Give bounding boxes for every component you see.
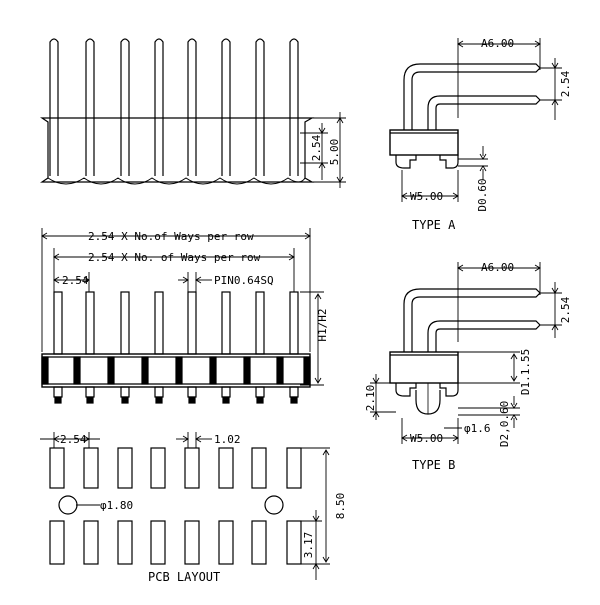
type-b-left-label: 2.10 xyxy=(364,385,377,412)
front-pin xyxy=(187,291,197,355)
type-b-hole-label: φ1.6 xyxy=(464,422,491,435)
pcb-pad xyxy=(218,520,234,565)
pcb-pitch-label: 2.54 xyxy=(60,433,87,446)
type-a-pitch-label: 2.54 xyxy=(559,70,572,97)
type-b-outer-pin xyxy=(403,288,541,352)
type-a-outer-pin xyxy=(403,63,541,130)
pcb-pad xyxy=(150,447,166,489)
front-pin xyxy=(53,291,63,355)
front-pin xyxy=(154,291,164,355)
pcb-height-label: 8.50 xyxy=(334,493,347,520)
top-pin xyxy=(85,38,95,176)
type-a-width-label: W5.00 xyxy=(410,190,443,203)
type-a-top-label: A6.00 xyxy=(481,37,514,50)
type-b-inner-pin xyxy=(427,320,541,352)
pcb-layout: 2.54 1.02 8.50 3.17 φ1.80 PCB LAYOUT xyxy=(40,432,347,584)
top-pin xyxy=(154,38,164,176)
front-pin xyxy=(289,291,299,355)
top-pin xyxy=(187,38,197,176)
front-pin xyxy=(120,291,130,355)
front-pins-upper xyxy=(53,291,299,355)
front-housing xyxy=(41,353,311,388)
pcb-pad xyxy=(117,520,133,565)
top-height-small-label: 2.54 xyxy=(310,134,323,161)
top-height-large-label: 5.00 xyxy=(328,139,341,166)
type-b-d1-label: D1.1.55 xyxy=(519,349,532,395)
pcb-pad xyxy=(117,447,133,489)
type-b-housing xyxy=(389,351,459,384)
pcb-pad xyxy=(251,520,267,565)
pcb-locator-label: φ1.80 xyxy=(100,499,133,512)
type-b-standoff xyxy=(395,383,459,397)
type-a-tails xyxy=(395,155,459,169)
pcb-pad xyxy=(150,520,166,565)
type-b-dimensions xyxy=(370,262,562,444)
top-pin-view: 2.54 5.00 xyxy=(40,38,346,188)
top-housing-outline xyxy=(40,117,315,183)
pcb-hole-width-label: 1.02 xyxy=(214,433,241,446)
pcb-pad xyxy=(83,520,99,565)
pcb-pad xyxy=(49,520,65,565)
pcb-caption: PCB LAYOUT xyxy=(148,570,220,584)
top-pin xyxy=(120,38,130,176)
top-pin xyxy=(255,38,265,176)
pcb-locator-hole xyxy=(264,495,284,515)
type-b-pitch-label: 2.54 xyxy=(559,296,572,323)
pcb-pad xyxy=(83,447,99,489)
front-dimensions xyxy=(41,228,324,386)
type-b-view: A6.00 2.54 D1.1.55 2.10 φ1.6 W5.00 D2,0.… xyxy=(364,261,572,472)
pcb-row-gap-label: 3.17 xyxy=(302,532,315,559)
pcb-pad xyxy=(184,447,200,489)
type-b-caption: TYPE B xyxy=(412,458,455,472)
type-a-view: A6.00 2.54 W5.00 D0.60 TYPE A xyxy=(389,37,572,232)
type-a-d-label: D0.60 xyxy=(476,178,489,211)
type-a-housing xyxy=(389,129,459,156)
type-a-inner-pin xyxy=(427,95,541,130)
pcb-pads-lower xyxy=(49,520,302,565)
pcb-pad xyxy=(49,447,65,489)
pcb-pad xyxy=(251,447,267,489)
top-pin xyxy=(49,38,59,176)
front-pin xyxy=(85,291,95,355)
type-a-dimensions xyxy=(401,38,562,202)
type-a-caption: TYPE A xyxy=(412,218,456,232)
pcb-pad xyxy=(286,447,302,489)
type-b-top-label: A6.00 xyxy=(481,261,514,274)
top-pins xyxy=(49,38,299,176)
h1h2-label: H1/H2 xyxy=(316,308,329,341)
overall-width-label: 2.54 X No.of Ways per row xyxy=(88,230,254,243)
front-pin xyxy=(221,291,231,355)
pcb-dimensions xyxy=(40,432,330,580)
type-b-d2-label: D2,0.60 xyxy=(498,401,511,447)
top-pin xyxy=(221,38,231,176)
top-pin xyxy=(289,38,299,176)
type-b-width-label: W5.00 xyxy=(410,432,443,445)
top-dimensions xyxy=(300,112,346,188)
row-width-label: 2.54 X No. of Ways per row xyxy=(88,251,261,264)
pcb-locator-hole xyxy=(58,495,78,515)
pcb-pad xyxy=(286,520,302,565)
front-pin xyxy=(255,291,265,355)
front-pitch-label: 2.54 xyxy=(62,274,89,287)
top-housing-wave xyxy=(47,177,306,185)
pcb-pads-upper xyxy=(49,447,302,489)
pcb-pad xyxy=(184,520,200,565)
pcb-pad xyxy=(218,447,234,489)
front-view: 2.54 X No.of Ways per row 2.54 X No. of … xyxy=(41,228,329,404)
pin-size-label: PIN0.64SQ xyxy=(214,274,274,287)
front-pins-lower xyxy=(53,386,299,404)
